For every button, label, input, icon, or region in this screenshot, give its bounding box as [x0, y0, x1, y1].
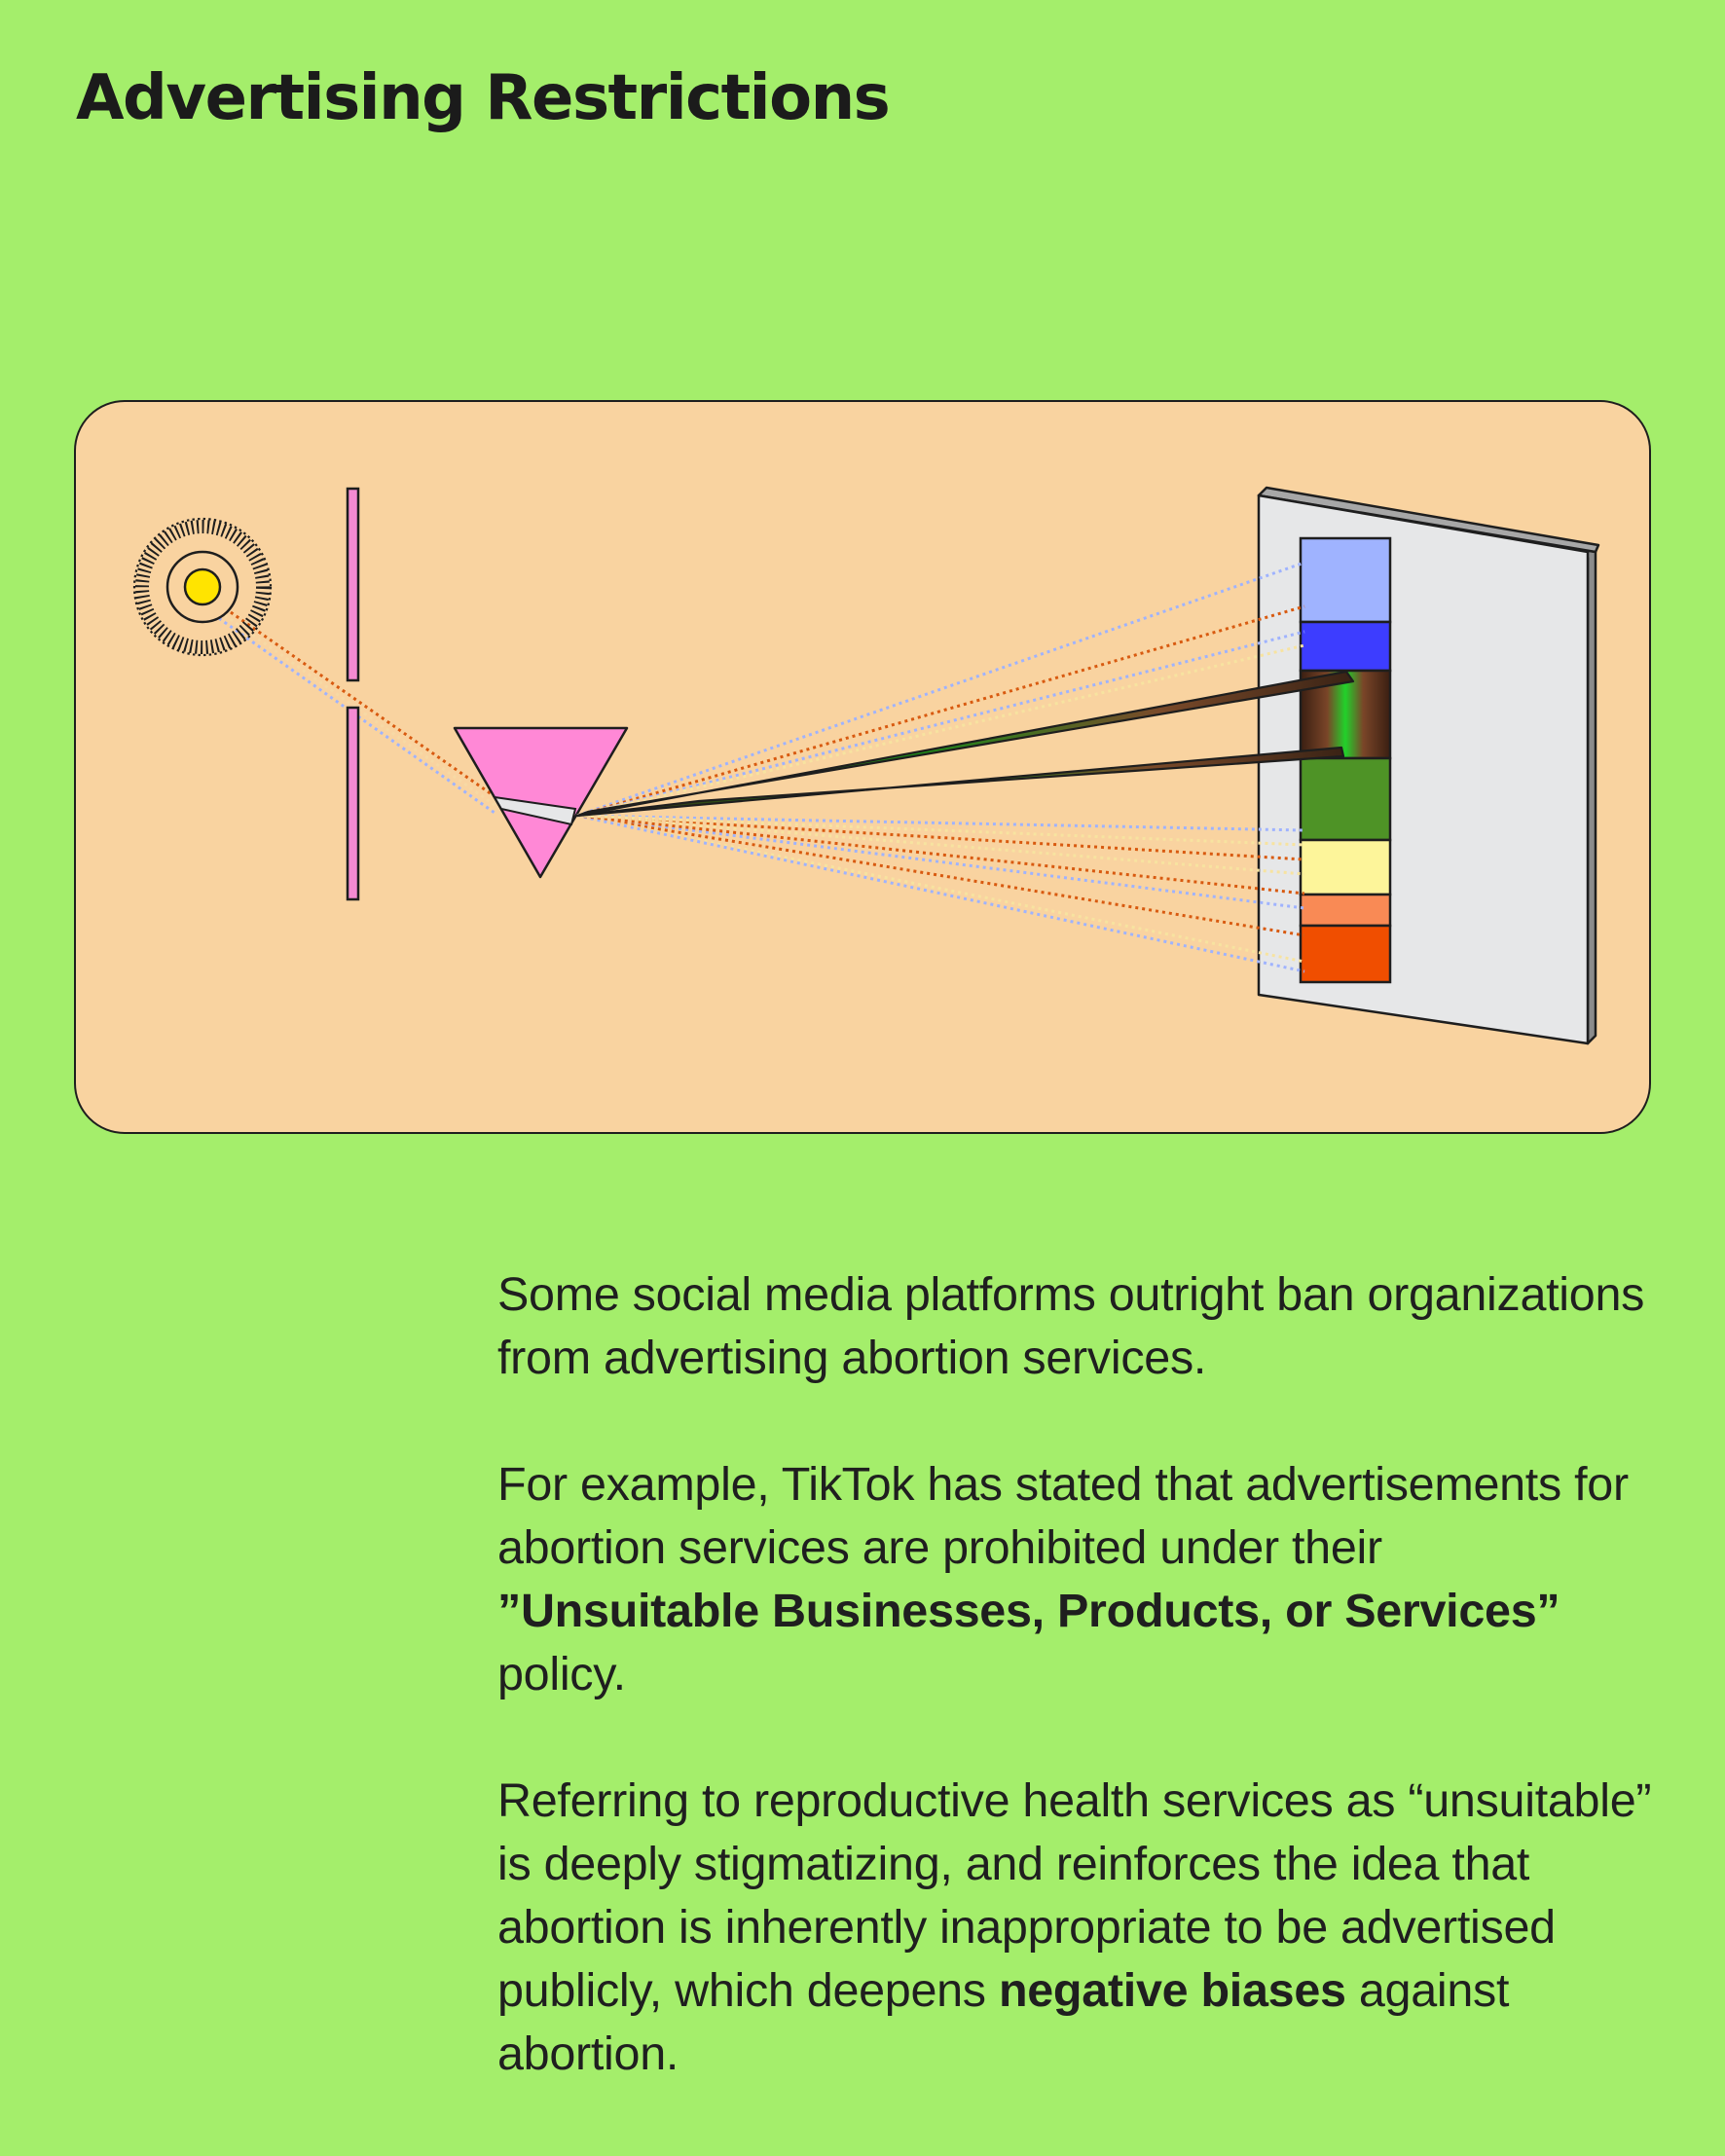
paragraph-3-text: Referring to reproductive health service… [497, 1774, 1652, 2017]
paragraph-2: For example, TikTok has stated that adve… [497, 1453, 1666, 1706]
negative-biases-emphasis: negative biases [998, 1964, 1346, 2017]
paragraph-2-end: policy. [497, 1648, 626, 1700]
paragraph-1: Some social media platforms outright ban… [497, 1263, 1666, 1390]
prism-icon [453, 726, 629, 879]
spectrum-screen-icon [1257, 486, 1600, 1045]
spectrum-beam [575, 670, 1355, 818]
paragraph-3: Referring to reproductive health service… [497, 1770, 1666, 2086]
paragraph-1-text: Some social media platforms outright ban… [497, 1268, 1645, 1384]
light-source-icon [132, 517, 273, 657]
policy-name: ”Unsuitable Businesses, Products, or Ser… [497, 1585, 1560, 1637]
paragraph-3-end: against abortion. [497, 1964, 1510, 2080]
prism-illustration [74, 400, 1651, 1134]
paragraph-2-text: For example, TikTok has stated that adve… [497, 1458, 1629, 1574]
page-title: Advertising Restrictions [76, 62, 891, 134]
body-text: Some social media platforms outright ban… [497, 1263, 1666, 2149]
slit-barrier-icon [346, 487, 360, 901]
